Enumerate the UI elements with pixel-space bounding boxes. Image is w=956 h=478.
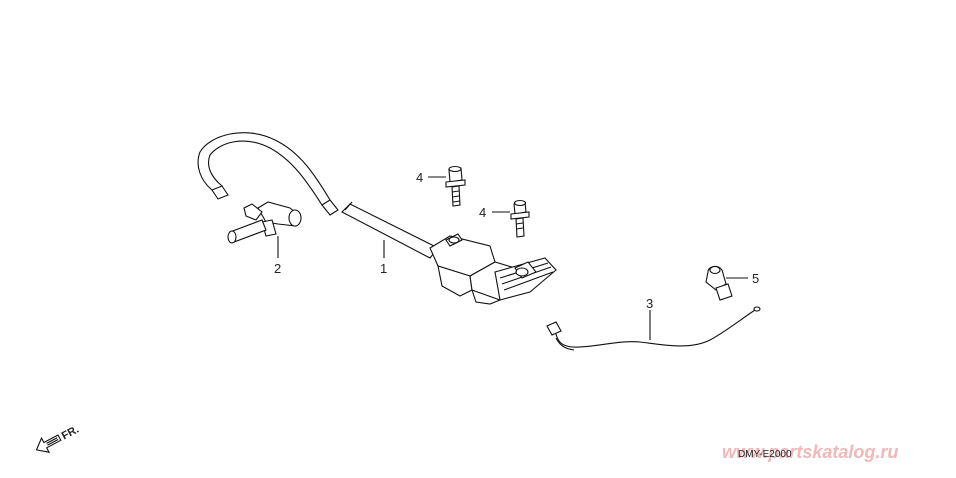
callout-4-upper: 4 (416, 170, 423, 185)
flange-bolt-upper[interactable] (445, 165, 466, 207)
callout-2: 2 (274, 261, 281, 276)
flange-bolt-lower[interactable] (510, 199, 530, 238)
front-direction-indicator: FR. (35, 424, 81, 453)
wire-clip[interactable] (705, 265, 733, 301)
direction-label: FR. (60, 424, 81, 443)
callout-5: 5 (752, 271, 759, 286)
stop-switch-wire[interactable] (546, 306, 761, 351)
arrow-icon (35, 434, 62, 453)
callout-4-lower: 4 (479, 205, 486, 220)
spark-plug-cap[interactable] (227, 201, 302, 244)
watermark: www.partskatalog.ru (722, 442, 898, 462)
callout-3: 3 (646, 296, 653, 311)
ignition-coil-assembly[interactable] (197, 132, 557, 305)
callout-1: 1 (380, 261, 387, 276)
diagram-code: DMY-E2000 (738, 449, 792, 460)
